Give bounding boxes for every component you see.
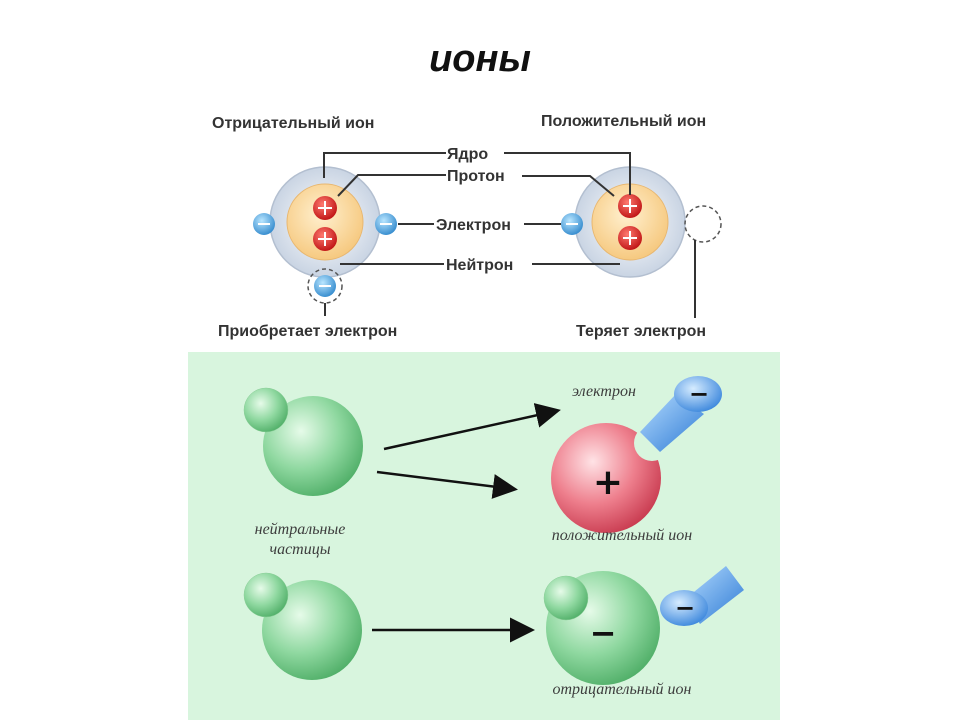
minus-sign: − xyxy=(590,614,617,652)
page-title: ионы xyxy=(429,38,531,80)
electron xyxy=(375,213,397,235)
proton xyxy=(618,194,642,218)
nucleus-label: Ядро xyxy=(447,146,488,163)
gained-electron xyxy=(307,268,343,304)
attached-electron: − xyxy=(660,566,744,626)
reaction-arrows xyxy=(372,403,561,643)
positive-ion-heading: Положительный ион xyxy=(541,113,706,130)
nucleus xyxy=(286,183,364,261)
proton xyxy=(618,226,642,250)
neutron-label: Нейтрон xyxy=(446,257,513,274)
neutral-particles-caption-line1: нейтральные xyxy=(255,521,346,538)
positive-ion-atom xyxy=(561,166,722,278)
positive-ion-caption: положительный ион xyxy=(552,527,693,544)
neutral-particles-caption-line2: частицы xyxy=(269,541,330,558)
electron-label: Электрон xyxy=(436,217,511,234)
neutral-particle xyxy=(243,572,362,680)
gains-electron-label: Приобретает электрон xyxy=(218,323,397,340)
leader-lines xyxy=(323,152,696,318)
proton-label: Протон xyxy=(447,168,505,185)
proton xyxy=(313,227,337,251)
minus-sign: − xyxy=(675,594,695,622)
electron-caption: электрон xyxy=(572,383,636,400)
plus-sign: + xyxy=(593,462,623,503)
negative-ion-heading: Отрицательный ион xyxy=(212,115,374,132)
negative-ion-sphere: − xyxy=(543,571,660,685)
neutral-particle xyxy=(243,387,363,496)
minus-sign: − xyxy=(689,380,709,408)
loses-electron-label: Теряет электрон xyxy=(576,323,706,340)
lost-electron-slot xyxy=(684,205,722,243)
electron xyxy=(561,213,583,235)
negative-ion-caption: отрицательный ион xyxy=(553,681,692,698)
proton xyxy=(313,196,337,220)
electron xyxy=(253,213,275,235)
free-electron: − xyxy=(640,376,722,452)
negative-ion-atom xyxy=(253,166,397,304)
